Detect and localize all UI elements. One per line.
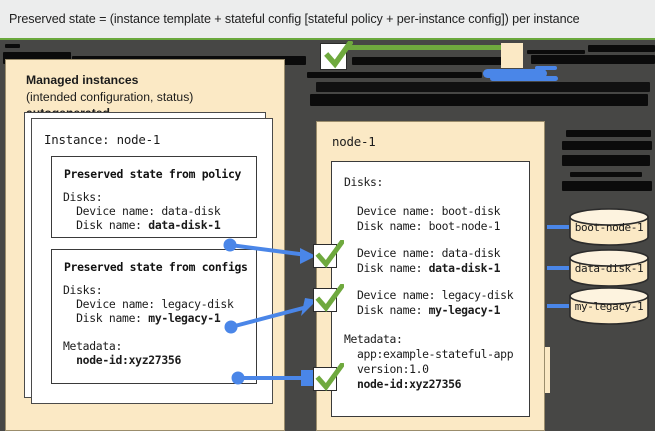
node-metadata-line: app:example-stateful-app [344,347,514,361]
blue-accent-bar [483,69,547,78]
policy-body-plain: Disks: Device name: data-disk Disk name: [63,190,221,232]
redacted-bar [531,55,655,64]
configs-metadata-label: Metadata: [63,339,123,353]
managed-instances-title-line1: Managed instances [26,73,139,87]
redacted-bar [562,155,650,166]
node-disk-label-2: Disk name: [344,303,429,317]
node-metadata-line: version:1.0 [344,362,429,376]
check-box-legacy-disk [313,284,344,313]
cream-chip [545,347,550,393]
redacted-bar [588,45,655,52]
redacted-bar [316,82,650,92]
check-box-data-disk [313,240,344,269]
connector-node-id [231,370,317,386]
node-actual-panel: node-1 Disks: Device name: boot-disk Dis… [316,121,545,431]
preserved-state-configs-title: Preserved state from configs [64,260,248,274]
configs-metadata-value: node-id:xyz27356 [63,353,181,367]
disk-cylinder-icon [569,287,649,325]
instance-heading: Instance: node-1 [44,132,161,147]
preserved-state-policy-body: Disks: Device name: data-disk Disk name:… [63,190,221,232]
connector-disk-links [547,225,569,308]
redacted-bar [562,141,652,150]
node-title: node-1 [332,134,376,149]
instance-card: Instance: node-1 Preserved state from po… [31,118,273,404]
configs-disk-name-label: Disk name: [63,311,149,325]
caption-text: Preserved state = (instance template + s… [9,12,580,26]
disk-cylinder-icon [569,208,649,246]
redacted-bar [352,57,502,65]
redacted-bar [566,130,651,137]
node-disk-value-2: my-legacy-1 [428,303,501,317]
connector-data-disk [223,238,316,264]
node-disk-value-0: boot-node-1 [428,219,501,233]
disk-label: boot-node-1 [574,221,644,234]
disk-label: my-legacy-1 [574,300,644,313]
disk-cylinder-icon [569,249,649,287]
node-disk-entry-device: Device name: boot-disk [344,204,501,218]
disk-label: data-disk-1 [574,262,644,275]
node-disk-value-1: data-disk-1 [428,261,501,275]
policy-disk-name: data-disk-1 [148,218,221,232]
node-metadata-line: node-id:xyz27356 [344,377,461,392]
disk-cylinder: boot-node-1 [568,208,650,246]
blue-accent-bar [490,76,558,81]
configs-disk-name-line: Disk name: my-legacy-1 [63,311,221,325]
node-disk-entry-name: Disk name: my-legacy-1 [344,303,501,318]
node-disk-entry-device: Device name: data-disk [344,246,501,260]
node-disk-label-0: Disk name: [344,219,429,233]
redacted-bar [570,172,642,177]
node-disk-entry-device: Device name: legacy-disk [344,288,514,302]
node-metadata-node-id: node-id:xyz27356 [344,377,462,391]
configs-device-line: Device name: legacy-disk [63,297,234,311]
blue-accent-bar [535,66,557,70]
disk-cylinder: my-legacy-1 [568,287,650,325]
redacted-bar [5,44,20,48]
node-disk-label-1: Disk name: [344,261,429,275]
redacted-bar [527,50,585,54]
configs-metadata-node-id: node-id:xyz27356 [63,353,182,367]
redacted-bar [310,94,648,106]
preserved-state-policy-box: Preserved state from policy Disks: Devic… [51,156,257,238]
node-details-box: Disks: Device name: boot-disk Disk name:… [331,161,530,417]
page-title: Preserved state = (instance template + s… [0,0,655,38]
check-box-node-id [313,363,344,392]
node-disks-label: Disks: [344,175,384,189]
node-metadata-label: Metadata: [344,332,403,346]
diagram-canvas: Managed instances (intended configuratio… [0,38,655,431]
connector-legacy-disk [224,298,317,334]
configs-disks-label: Disks: [63,283,103,297]
redacted-bar [307,72,482,78]
connector-layer [223,225,569,386]
configs-disk-name-value: my-legacy-1 [148,311,221,325]
node-disk-entry-name: Disk name: data-disk-1 [344,261,501,276]
redacted-bar [562,181,652,191]
cream-chip [501,43,523,68]
managed-instances-title-line2: (intended configuration, status) [26,89,194,104]
node-disk-entry-name: Disk name: boot-node-1 [344,219,501,234]
green-accent-bar [340,45,503,50]
top-green-rule [0,38,655,40]
preserved-state-policy-title: Preserved state from policy [64,167,242,181]
preserved-state-configs-box: Preserved state from configs Disks: Devi… [51,249,257,384]
disk-cylinder: data-disk-1 [568,249,650,287]
